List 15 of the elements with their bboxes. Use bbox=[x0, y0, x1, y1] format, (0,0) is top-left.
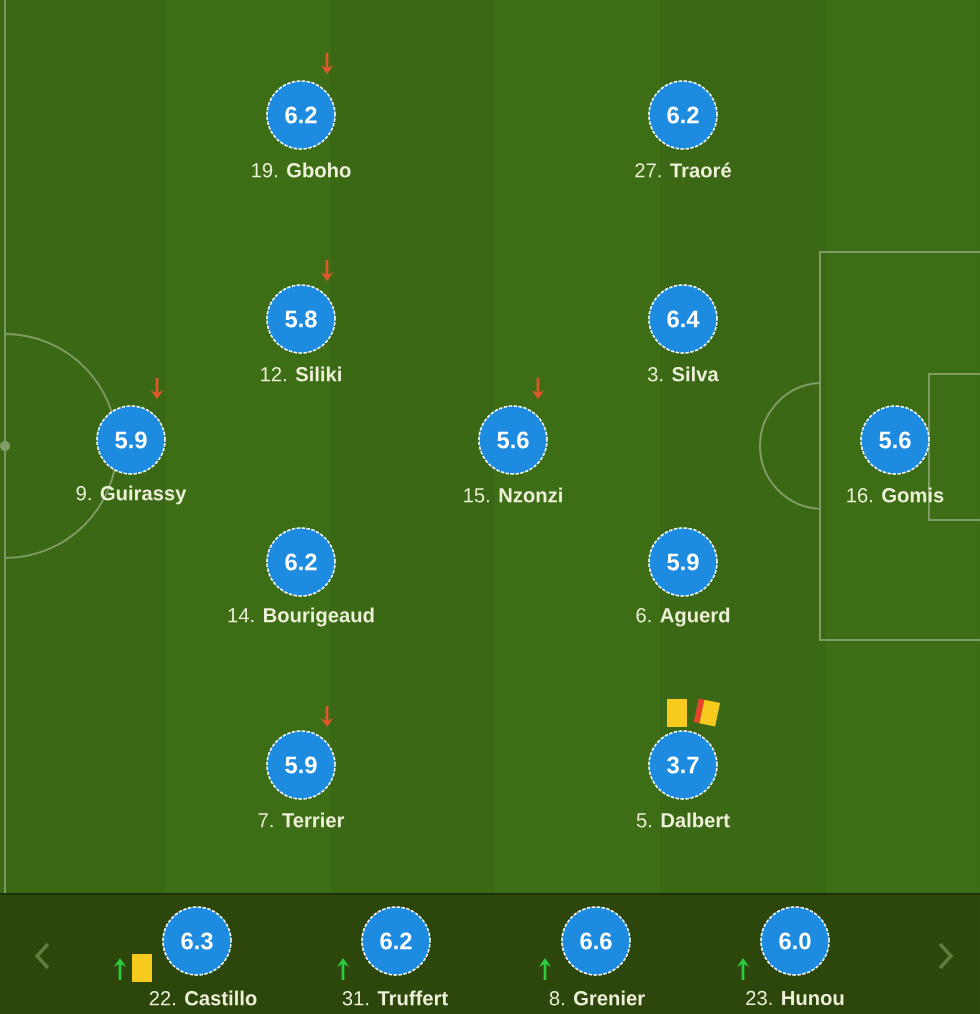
player-name: 22. Castillo bbox=[149, 990, 257, 1006]
player-name: 19. Gboho bbox=[252, 162, 351, 178]
player-name: 31. Truffert bbox=[342, 990, 448, 1006]
player-name: 8. Grenier bbox=[549, 990, 645, 1006]
player-name: 6. Aguerd bbox=[636, 607, 730, 627]
player-name: 16. Gomis bbox=[847, 487, 944, 503]
player-name: 14. Bourigeaud bbox=[228, 607, 374, 627]
player-name: 7. Terrier bbox=[258, 812, 345, 828]
player-name: 5. Dalbert bbox=[636, 812, 730, 828]
player-name: 15. Nzonzi bbox=[464, 487, 562, 503]
player-name: 27. Traoré bbox=[635, 162, 731, 178]
player-name: 23. Hunou bbox=[746, 990, 844, 1006]
player-name: 9. Guirassy bbox=[76, 485, 187, 505]
player-name: 12. Siliki bbox=[261, 366, 341, 382]
player-name: 3. Silva bbox=[647, 366, 719, 382]
